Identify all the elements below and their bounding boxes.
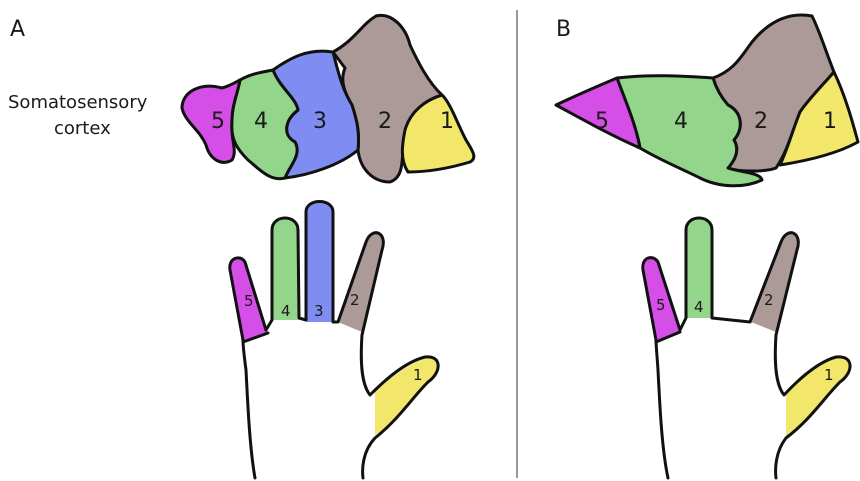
cortex-a-label-4: 4	[254, 109, 268, 134]
hand-a-label-5: 5	[244, 292, 254, 310]
hand-b-thumb-fill	[786, 358, 849, 438]
cortex-a-label-2: 2	[378, 109, 392, 134]
hand-b: 5 4 2 1	[643, 218, 850, 478]
hand-b-label-1: 1	[824, 366, 834, 384]
hand-b-outline	[643, 218, 850, 478]
hand-a-label-3: 3	[314, 302, 324, 320]
cortex-b-label-5: 5	[595, 109, 609, 134]
cortex-b-label-1: 1	[823, 109, 837, 134]
hand-b-label-2: 2	[764, 291, 774, 309]
hand-a-label-2: 2	[350, 291, 360, 309]
panel-a: A Somatosensory cortex 5 4 3 2 1	[8, 15, 474, 478]
hand-b-label-4: 4	[694, 298, 704, 316]
hand-a-thumb-fill	[375, 358, 437, 435]
cortex-b-label-4: 4	[674, 109, 688, 134]
hand-b-finger-2-fill	[751, 233, 798, 332]
cortex-map-b: 5 4 2 1	[556, 15, 858, 186]
hand-b-label-5: 5	[656, 296, 666, 314]
cortex-label-line2: cortex	[54, 118, 111, 139]
cortex-label-line1: Somatosensory	[8, 92, 148, 113]
cortex-map-a: 5 4 3 2 1	[182, 15, 474, 182]
panel-a-letter: A	[10, 17, 25, 42]
panel-b: B 5 4 2 1 5 4 2 1	[556, 15, 858, 478]
hand-a-label-1: 1	[413, 366, 423, 384]
hand-a: 5 4 3 2 1	[230, 202, 438, 479]
hand-a-label-4: 4	[281, 302, 291, 320]
cortex-a-label-3: 3	[313, 109, 327, 134]
hand-a-outline	[230, 202, 438, 479]
cortex-b-label-2: 2	[754, 109, 768, 134]
cortex-a-label-5: 5	[211, 109, 225, 134]
panel-b-letter: B	[556, 17, 571, 42]
cortex-a-label-1: 1	[440, 109, 454, 134]
